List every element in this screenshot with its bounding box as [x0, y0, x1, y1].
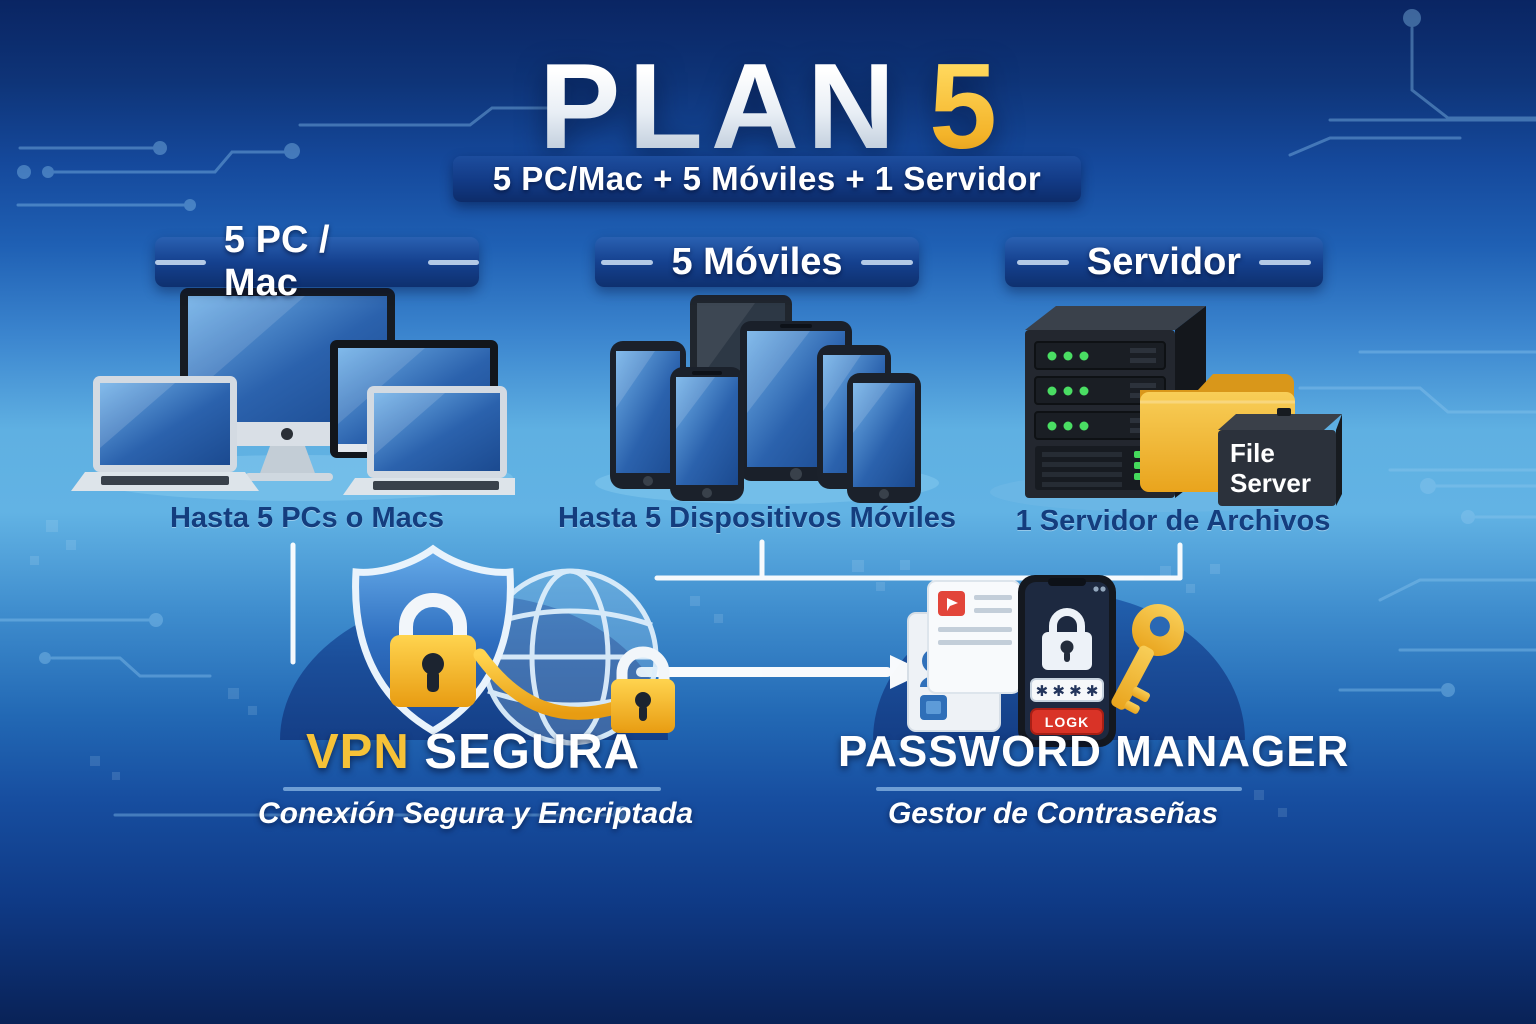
column-header-servidor-label: Servidor	[1086, 240, 1242, 283]
login-button: LOGK	[1030, 708, 1104, 735]
password-phone-icon: ✱ ✱ ✱ ✱ LOGK	[1018, 575, 1116, 747]
phone-icon	[610, 341, 686, 489]
vpn-divider	[283, 787, 661, 791]
password-manager-subtitle: Gestor de Contraseñas	[887, 797, 1219, 830]
file-server-label-line1: File	[1230, 438, 1275, 468]
caption-servidor: 1 Servidor de Archivos	[1015, 505, 1331, 537]
header-dash	[601, 259, 654, 265]
password-divider	[876, 787, 1242, 791]
padlock-icon	[611, 646, 675, 733]
padlock-icon	[390, 593, 476, 707]
pc-mac-devices-icon	[71, 288, 515, 501]
caption-moviles: Hasta 5 Dispositivos Móviles	[557, 502, 957, 534]
password-manager-title: PASSWORD MANAGER	[838, 727, 1348, 777]
mobile-devices-icon	[595, 295, 939, 504]
vpn-title: VPN SEGURA	[268, 724, 678, 780]
vpn-icon-group	[352, 544, 675, 746]
laptop-icon	[343, 386, 515, 495]
id-card-icon	[927, 580, 1021, 694]
login-button-label: LOGK	[1045, 714, 1089, 730]
header-dash	[428, 259, 479, 265]
password-manager-icon-group: ✱ ✱ ✱ ✱ LOGK	[907, 575, 1184, 747]
laptop-icon	[71, 376, 259, 491]
vpn-title-accent: VPN	[305, 725, 410, 779]
header-dash	[1016, 259, 1069, 265]
column-header-servidor: Servidor	[1005, 237, 1323, 287]
vpn-subtitle: Conexión Segura y Encriptada	[258, 797, 694, 830]
caption-pc-mac: Hasta 5 PCs o Macs	[169, 502, 444, 534]
lock-icon	[1042, 608, 1092, 670]
column-header-moviles-label: 5 Móviles	[671, 240, 843, 283]
password-field: ✱ ✱ ✱ ✱	[1030, 678, 1104, 702]
plan-summary-text: 5 PC/Mac + 5 Móviles + 1 Servidor	[492, 160, 1042, 197]
header-dash	[860, 259, 913, 265]
file-server-label-line2: Server	[1230, 468, 1311, 498]
column-header-pc-mac: 5 PC / Mac	[155, 219, 479, 304]
server-group-icon: File Server	[990, 306, 1342, 512]
title-number-5: 5	[929, 38, 997, 174]
vpn-title-rest: SEGURA	[424, 725, 641, 779]
column-header-pc-mac-label: 5 PC / Mac	[223, 219, 330, 304]
file-server-box: File Server	[1218, 408, 1342, 506]
phone-icon	[670, 367, 744, 501]
column-header-moviles: 5 Móviles	[595, 237, 919, 287]
key-icon	[1111, 604, 1184, 714]
header-dash	[155, 259, 206, 265]
password-manager-title-text: PASSWORD MANAGER	[838, 727, 1350, 776]
phone-icon	[847, 373, 921, 503]
title-plan: PLAN	[539, 38, 904, 174]
plan-summary-band: 5 PC/Mac + 5 Móviles + 1 Servidor	[453, 156, 1081, 202]
password-mask-text: ✱ ✱ ✱ ✱	[1036, 683, 1099, 700]
header-dash	[1259, 259, 1312, 265]
